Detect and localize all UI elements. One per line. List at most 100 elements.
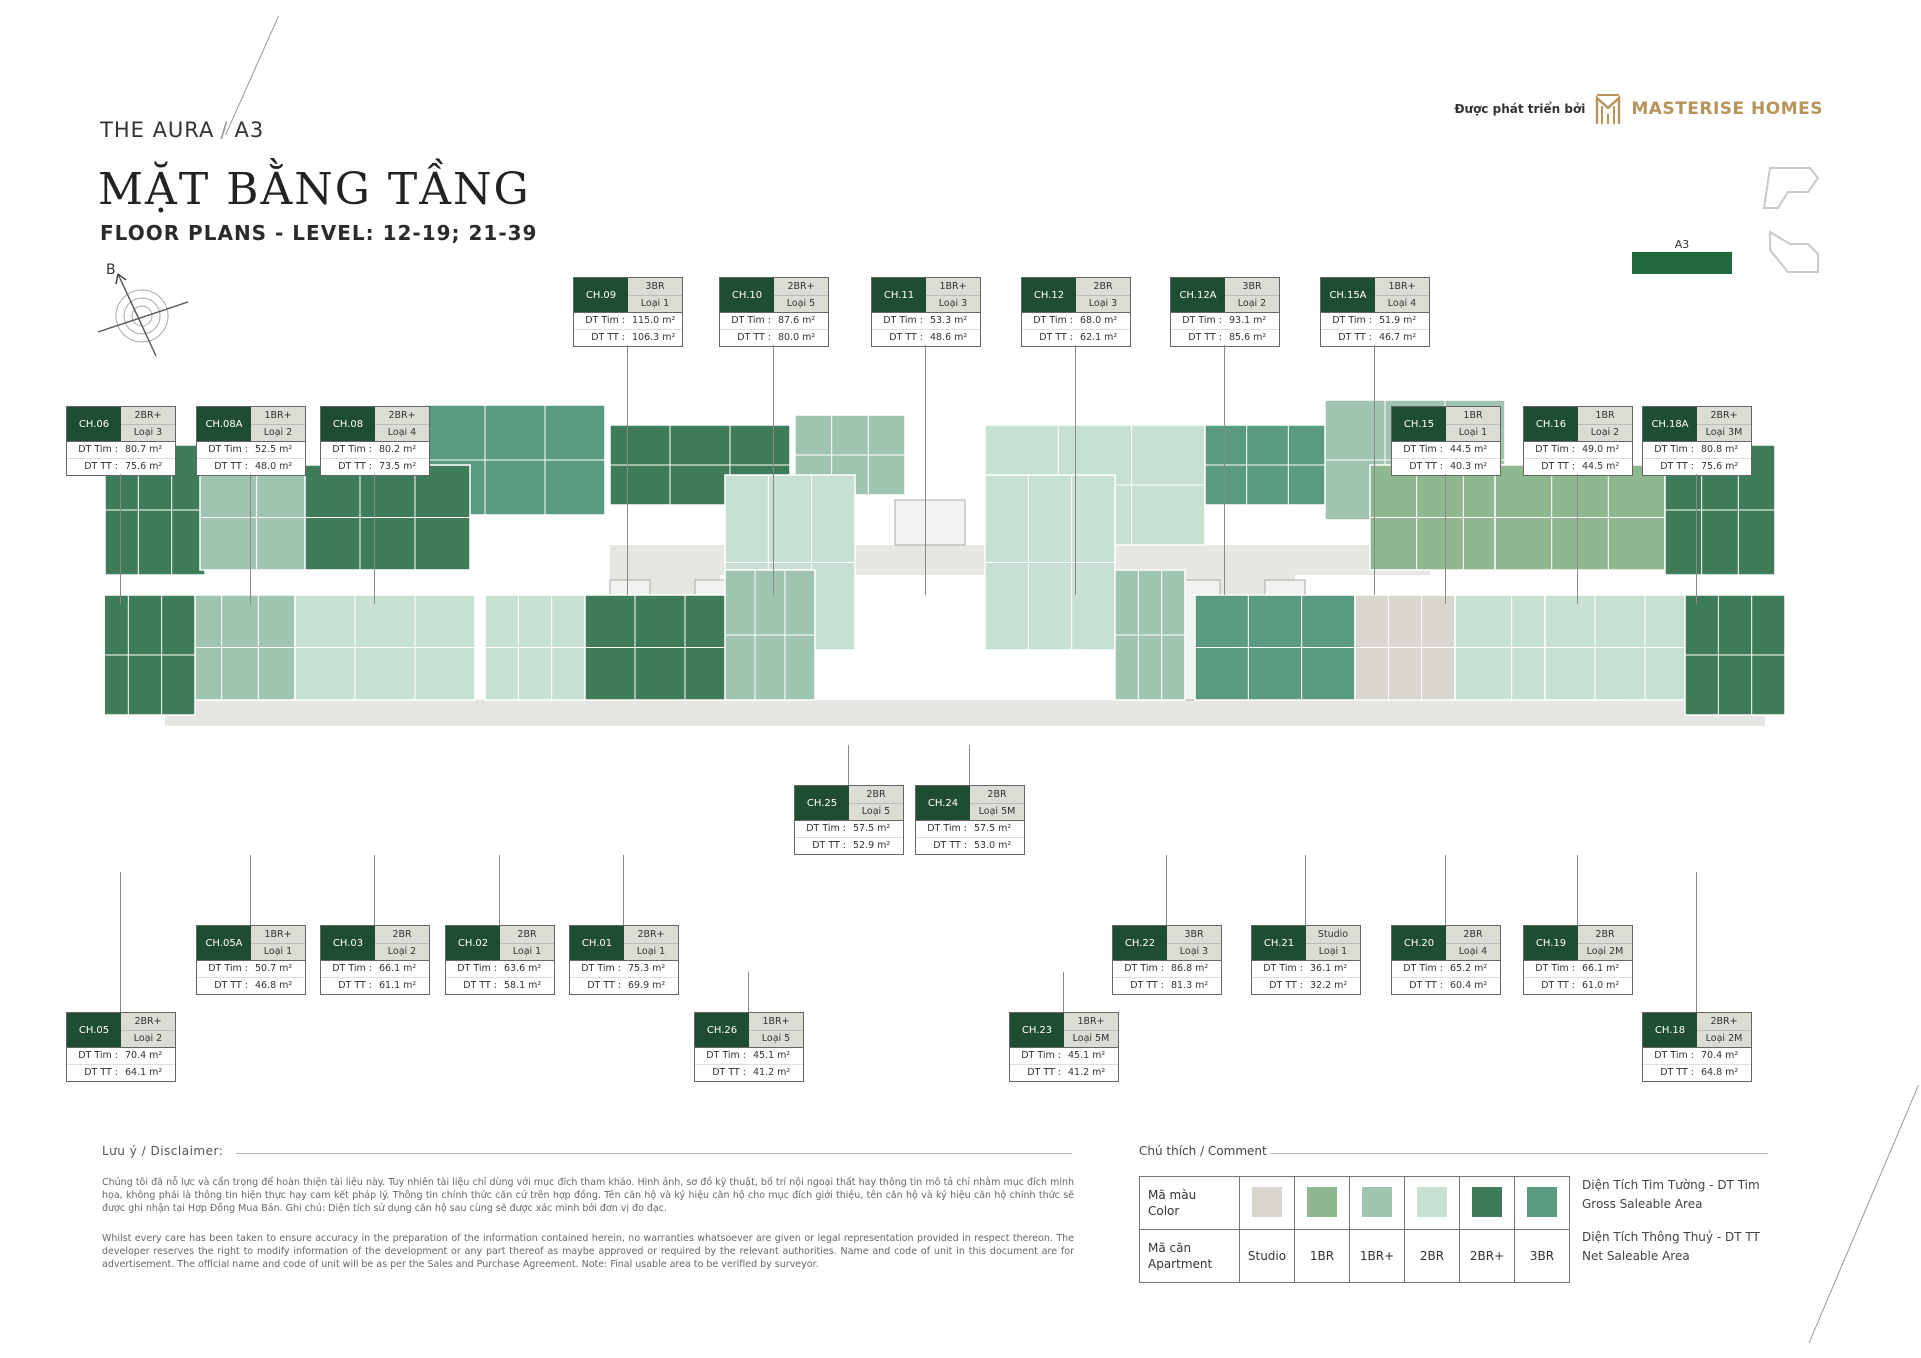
gross-area-value: 51.9 m² [1379,315,1417,326]
net-area-value: 61.0 m² [1582,980,1620,991]
net-area-label: DT TT : [933,840,967,851]
legend-apt-label-vi: Mã căn [1148,1241,1192,1255]
unit-layout: Loại 5 [861,805,891,817]
legend-type-2br-plus: 2BR+ [1459,1229,1515,1283]
net-area-label: DT TT : [889,332,923,343]
gross-area-value: 80.7 m² [125,444,163,455]
unit-leader-line [1696,474,1697,604]
net-area-row: DT TT :64.8 m² [1643,1064,1751,1081]
net-area-label: DT TT : [1027,1067,1061,1078]
unit-code: CH.20 [1392,926,1446,960]
gross-area-value: 49.0 m² [1582,444,1620,455]
net-area-row: DT TT : 75.6 m² [67,458,175,475]
gross-area-value: 93.1 m² [1229,315,1267,326]
unit-type: 1BR [1446,408,1500,425]
unit-leader-line [120,474,121,604]
legend-divider [1270,1153,1768,1154]
unit-code: CH.15 [1392,407,1446,441]
unit-leader-line [499,855,500,925]
page-subtitle: FLOOR PLANS - LEVEL: 12-19; 21-39 [100,221,538,245]
net-area-label: DT TT : [1660,1067,1694,1078]
net-area-label: DT TT : [214,461,248,472]
legend-swatch-cell [1294,1176,1350,1230]
net-area-row: DT TT :52.9 m² [795,837,903,854]
brand-name: MASTERISE HOMES [1631,99,1823,119]
legend-type-3br: 3BR [1514,1229,1570,1283]
unit-meta: 1BR+Loại 2 [251,407,305,441]
gross-area-row: DT Tim :115.0 m² [574,313,682,329]
unit-meta: 2BR+Loại 3M [1697,407,1751,441]
gross-area-value: 75.3 m² [628,963,666,974]
gross-area-row: DT Tim :86.8 m² [1113,961,1221,977]
unit-meta: 2BR+Loại 2M [1697,1013,1751,1047]
gross-area-row: DT Tim :63.6 m² [446,961,554,977]
gross-area-label: DT Tim : [731,315,771,326]
net-area-row: DT TT :60.4 m² [1392,977,1500,994]
unit-layout: Loại 2 [1590,426,1620,438]
unit-type: Studio [1306,927,1360,944]
gross-area-label: DT Tim : [1263,963,1303,974]
net-area-label: DT TT : [84,461,118,472]
unit-leader-line [848,745,849,785]
net-area-value: 46.7 m² [1379,332,1417,343]
net-area-value: 80.0 m² [778,332,816,343]
unit-type: 2BR+ [774,279,828,296]
gross-area-label: DT Tim : [1403,963,1443,974]
gross-area-label: DT Tim : [78,444,118,455]
unit-layout: Loại 2M [1586,945,1624,957]
net-area-row: DT TT :46.7 m² [1321,329,1429,346]
unit-type: 2BR+ [1697,408,1751,425]
net-area-row: DT TT :64.1 m² [67,1064,175,1081]
unit-code: CH.03 [321,926,375,960]
net-area-value: 46.8 m² [255,980,293,991]
gross-area-label: DT Tim : [1654,444,1694,455]
legend-swatch-cell [1514,1176,1570,1230]
net-area-vi: Diện Tích Thông Thuỷ - DT TT [1582,1230,1760,1244]
net-area-en: Net Saleable Area [1582,1249,1690,1263]
unit-leader-line [925,345,926,595]
unit-layout: Loại 5 [786,297,816,309]
compass-label: B [106,262,116,278]
gross-area-row: DT Tim :53.3 m² [872,313,980,329]
net-area-row: DT TT :41.2 m² [695,1064,803,1081]
net-area-row: DT TT :48.6 m² [872,329,980,346]
unit-type: 2BR [1578,927,1632,944]
unit-leader-line [1445,474,1446,604]
decor-slash-right [1808,1085,1919,1344]
unit-layout: Loại 1 [636,945,666,957]
unit-type: 2BR+ [375,408,429,425]
unit-layout: Loại 4 [1458,945,1488,957]
unit-type: 3BR [1225,279,1279,296]
unit-type: 2BR [375,927,429,944]
unit-code: CH.10 [720,278,774,312]
net-area-row: DT TT :40.3 m² [1392,458,1500,475]
net-area-value: 75.6 m² [125,461,163,472]
net-area-row: DT TT :69.9 m² [570,977,678,994]
net-area-row: DT TT :44.5 m² [1524,458,1632,475]
gross-area-row: DT Tim :70.4 m² [67,1048,175,1064]
unit-code: CH.09 [574,278,628,312]
net-area-value: 73.5 m² [379,461,417,472]
gross-area-row: DT Tim :45.1 m² [695,1048,803,1064]
unit-type: 1BR+ [1375,279,1429,296]
